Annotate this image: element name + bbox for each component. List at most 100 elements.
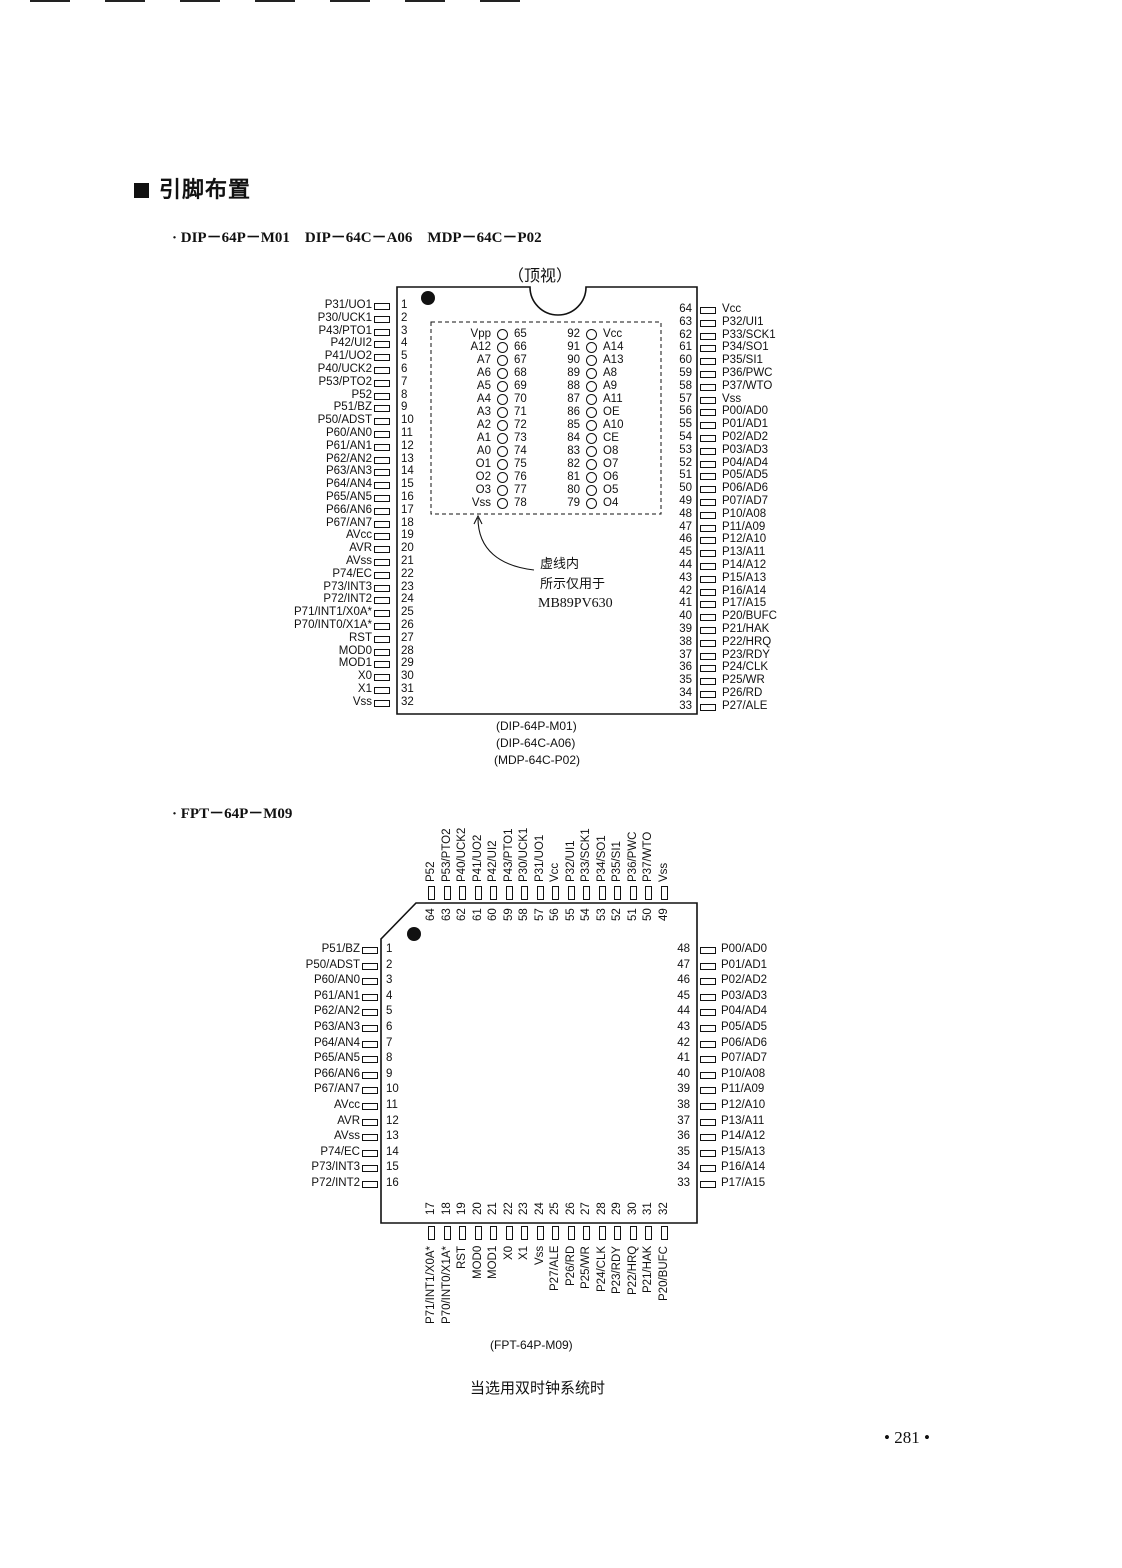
dip-pin-label: P14/A12 (722, 559, 767, 571)
fpt-pin-label: P05/AD5 (721, 1021, 768, 1033)
eprom-pin-label: A9 (603, 380, 618, 392)
eprom-pin-icon (586, 368, 597, 379)
dip-pin-label: P22/HRQ (722, 635, 772, 648)
dip-pin-label: P17/A15 (722, 597, 767, 610)
fpt-pin-lead (614, 886, 621, 900)
dip-package-label-2: (DIP-64C-A06) (496, 736, 576, 750)
dip-pin-number: 34 (679, 687, 692, 699)
dip-pin-lead (374, 597, 390, 605)
fpt-pin-label: P25/WR (580, 1245, 592, 1289)
fpt-pin-number: 30 (626, 1201, 639, 1215)
fpt-pin-lead (660, 886, 668, 900)
eprom-pin-number: 83 (567, 445, 580, 457)
dip-pin-lead (700, 460, 716, 468)
dip-pin-label: P13/A11 (722, 546, 766, 559)
eprom-pin-icon (586, 342, 597, 353)
fpt-pin-lead (362, 1009, 378, 1017)
eprom-pin-number: 88 (567, 380, 580, 392)
dip-pin-number: 60 (679, 354, 692, 367)
dip-pin-lead (374, 661, 390, 669)
fpt-pin-lead (362, 947, 378, 954)
dip-pin-number: 33 (679, 699, 692, 712)
top-rule (180, 0, 220, 2)
dip-pin-number: 25 (401, 606, 414, 619)
page-number: • 281 • (884, 1428, 930, 1447)
top-rule (480, 0, 520, 2)
dip-pin-lead (700, 409, 716, 417)
fpt-pin-number: 62 (456, 907, 468, 921)
dip-pin-label: P62/AN2 (325, 452, 372, 465)
dip-pin-label: P51/BZ (333, 401, 372, 414)
dip-pin-number: 56 (679, 405, 692, 418)
fpt-pin-number: 27 (580, 1201, 592, 1215)
dip-view-label: （顶视） (508, 268, 573, 285)
fpt-pin-number: 20 (471, 1201, 484, 1215)
fpt-pin-lead (598, 886, 606, 900)
fpt-pin-lead (459, 886, 466, 900)
eprom-pin-icon (497, 381, 508, 392)
fpt-pin-number: 43 (677, 1021, 690, 1033)
dip-pin-number: 61 (679, 341, 692, 354)
dip-pin-lead (700, 588, 716, 596)
dip-pin-lead (700, 652, 716, 660)
eprom-pin-icon (497, 407, 508, 418)
eprom-pin-icon (586, 394, 597, 405)
fpt-pin-label: P52 (425, 861, 437, 882)
eprom-pin-number: 80 (567, 484, 580, 496)
top-rule (405, 0, 445, 2)
dip-pin-label: P74/EC (332, 567, 372, 580)
dip-subtitle: · DIP－64P－M01 DIP－64C－A06 MDP－64C－P02 (172, 230, 542, 246)
fpt-pin-label: P24/CLK (595, 1245, 608, 1293)
eprom-pin-number: 72 (514, 419, 527, 431)
fpt-pin-lead (362, 993, 378, 1001)
dip-pin-number: 17 (401, 503, 414, 516)
fpt-pin-number: 31 (642, 1201, 654, 1215)
fpt-pin-label: AVR (337, 1114, 360, 1127)
dip-pin-label: P35/SI1 (722, 354, 763, 367)
dip-pin-number: 2 (401, 311, 408, 324)
dip-package-label-3: (MDP-64C-P02) (494, 753, 581, 767)
fpt-pin-lead (362, 1025, 378, 1032)
eprom-pin-icon (586, 433, 597, 444)
eprom-pin-number: 77 (514, 484, 527, 496)
fpt-pin-number: 11 (386, 1099, 398, 1111)
fpt-pin-lead (700, 1056, 716, 1064)
dip-pin-lead (700, 665, 716, 673)
dip-pin-label: P25/WR (722, 674, 765, 687)
dip-pin-lead (374, 315, 390, 323)
dip-pin-label: X1 (357, 683, 372, 695)
eprom-pin-icon (497, 459, 508, 470)
dip-pin-label: P23/RDY (722, 648, 770, 661)
dip-pin-number: 54 (679, 431, 692, 443)
dip-pin-label: P26/RD (722, 687, 763, 699)
dip-pin-lead (700, 563, 716, 570)
fpt-pin-lead (536, 1226, 544, 1240)
fpt-pin-number: 5 (386, 1005, 393, 1018)
dip-pin-label: P20/BUFC (722, 610, 777, 623)
eprom-pin-icon (497, 446, 508, 457)
dip-pin-lead (374, 418, 390, 426)
dip-pin-label: X0 (357, 670, 372, 683)
section-title: 引脚布置 (159, 178, 252, 203)
eprom-pin-label: A6 (476, 367, 491, 379)
eprom-pin-number: 73 (514, 432, 527, 444)
fpt-pin-label: P20/BUFC (657, 1245, 670, 1301)
eprom-dashed-region (430, 321, 662, 515)
dip-pin-number: 31 (401, 683, 414, 695)
fpt-pin-lead (505, 1226, 513, 1240)
dip-pin-number: 6 (401, 363, 408, 375)
fpt-pin-lead (362, 1149, 378, 1157)
eprom-pin-number: 75 (514, 458, 527, 470)
fpt-pin-lead (700, 962, 716, 970)
fpt-pin-label: AVcc (334, 1099, 360, 1111)
fpt-pin-label: P10/A08 (721, 1067, 766, 1080)
eprom-pin-label: O6 (603, 471, 619, 483)
fpt-subtitle: · FPT－64P－M09 (172, 806, 293, 822)
fpt-pin-label: P37/WTO (642, 831, 654, 882)
fpt-pin-number: 53 (595, 907, 608, 921)
dip-pin-number: 3 (401, 324, 408, 337)
note-line-2: 所示仅用于 (540, 576, 606, 591)
fpt-pin-label: P15/A13 (721, 1145, 766, 1158)
fpt-pin-lead (645, 1226, 652, 1240)
eprom-pin-number: 74 (514, 445, 527, 457)
